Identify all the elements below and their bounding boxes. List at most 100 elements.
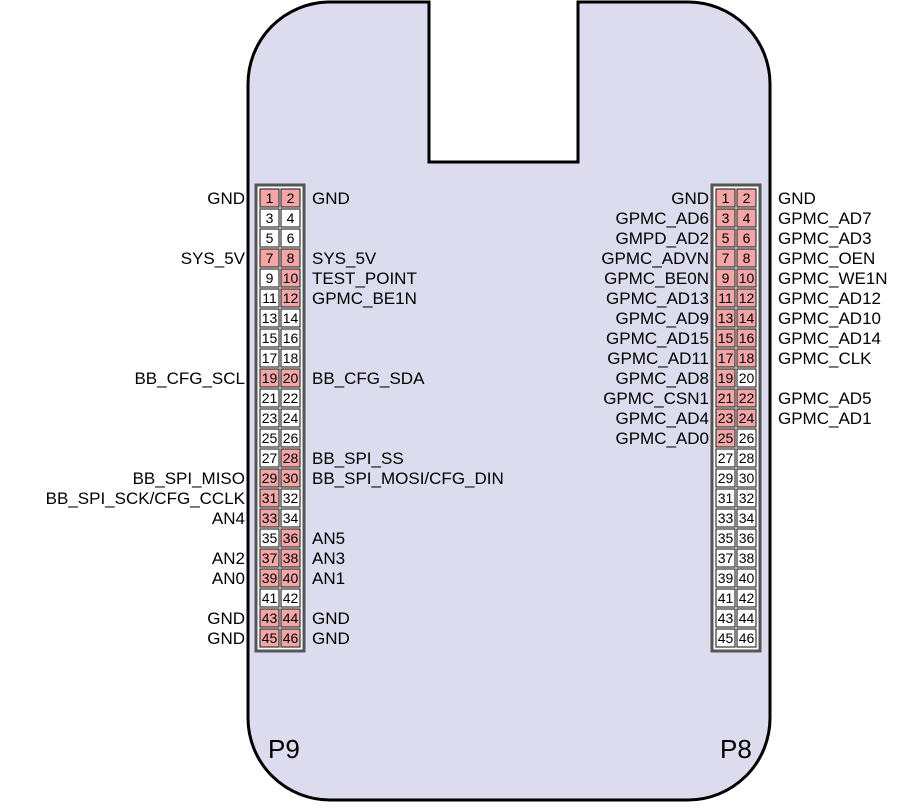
pin-42 <box>280 588 301 608</box>
signal-label: GPMC_CSN1 <box>603 389 709 408</box>
pin-45 <box>715 628 736 648</box>
pin-number: 1 <box>722 190 730 206</box>
pin-29 <box>259 468 280 488</box>
pin-39 <box>259 568 280 588</box>
pin-9 <box>259 268 280 288</box>
signal-label: GND <box>671 189 709 208</box>
pin-number: 27 <box>262 450 278 466</box>
pin-13 <box>715 308 736 328</box>
pin-number: 26 <box>739 430 755 446</box>
pin-3 <box>715 208 736 228</box>
pin-17 <box>259 348 280 368</box>
board-outline <box>246 0 772 802</box>
pin-33 <box>259 508 280 528</box>
pin-number: 37 <box>718 550 734 566</box>
pin-number: 41 <box>718 590 734 606</box>
pin-number: 5 <box>722 230 730 246</box>
pin-number: 34 <box>283 510 299 526</box>
pin-number: 8 <box>743 250 751 266</box>
pin-23 <box>259 408 280 428</box>
pin-number: 44 <box>739 610 755 626</box>
pin-46 <box>736 628 757 648</box>
pin-15 <box>715 328 736 348</box>
signal-label: GND <box>207 629 245 648</box>
pin-number: 25 <box>718 430 734 446</box>
pin-37 <box>259 548 280 568</box>
pin-10 <box>280 268 301 288</box>
signal-label: GPMC_AD13 <box>606 289 709 308</box>
signal-label: GND <box>312 189 350 208</box>
pin-43 <box>259 608 280 628</box>
pin-number: 43 <box>262 610 278 626</box>
pin-21 <box>715 388 736 408</box>
signal-label: GPMC_AD12 <box>778 289 881 308</box>
pin-18 <box>280 348 301 368</box>
pin-number: 38 <box>739 550 755 566</box>
pin-26 <box>280 428 301 448</box>
pin-5 <box>259 228 280 248</box>
pin-number: 33 <box>718 510 734 526</box>
pin-number: 4 <box>743 210 751 226</box>
pin-number: 35 <box>262 530 278 546</box>
pin-number: 40 <box>283 570 299 586</box>
pin-36 <box>280 528 301 548</box>
pin-number: 3 <box>266 210 274 226</box>
signal-label: GPMC_BE0N <box>604 269 709 288</box>
pin-number: 3 <box>722 210 730 226</box>
pin-29 <box>715 468 736 488</box>
pin-36 <box>736 528 757 548</box>
pin-number: 24 <box>283 410 299 426</box>
pin-6 <box>280 228 301 248</box>
pin-number: 19 <box>262 370 278 386</box>
pin-22 <box>736 388 757 408</box>
signal-label: GND <box>207 189 245 208</box>
pin-31 <box>715 488 736 508</box>
signal-label: SYS_5V <box>312 249 377 268</box>
pin-43 <box>715 608 736 628</box>
pin-number: 36 <box>283 530 299 546</box>
signal-label: GPMC_CLK <box>778 349 872 368</box>
pin-number: 17 <box>262 350 278 366</box>
signal-label: GPMC_AD7 <box>778 209 872 228</box>
pin-28 <box>736 448 757 468</box>
pin-number: 26 <box>283 430 299 446</box>
pin-7 <box>259 248 280 268</box>
pin-2 <box>280 188 301 208</box>
signal-label: GPMC_AD10 <box>778 309 881 328</box>
pin-number: 42 <box>739 590 755 606</box>
pin-16 <box>280 328 301 348</box>
pin-31 <box>259 488 280 508</box>
signal-label: GPMC_OEN <box>778 249 875 268</box>
pin-35 <box>715 528 736 548</box>
pin-26 <box>736 428 757 448</box>
pin-number: 6 <box>287 230 295 246</box>
pin-12 <box>280 288 301 308</box>
pin-number: 28 <box>283 450 299 466</box>
pin-number: 9 <box>722 270 730 286</box>
pin-number: 1 <box>266 190 274 206</box>
signal-label: TEST_POINT <box>312 269 417 288</box>
pin-number: 5 <box>266 230 274 246</box>
pin-25 <box>715 428 736 448</box>
pin-1 <box>259 188 280 208</box>
signal-label: BB_SPI_MISO <box>133 469 245 488</box>
pin-number: 46 <box>739 630 755 646</box>
signal-label: GPMC_AD9 <box>615 309 709 328</box>
signal-label: GPMC_AD15 <box>606 329 709 348</box>
pin-14 <box>736 308 757 328</box>
pin-44 <box>280 608 301 628</box>
signal-label: GPMC_AD4 <box>615 409 709 428</box>
pin-4 <box>280 208 301 228</box>
signal-label: AN4 <box>212 509 245 528</box>
pin-number: 7 <box>722 250 730 266</box>
pin-34 <box>736 508 757 528</box>
pin-number: 15 <box>718 330 734 346</box>
pin-number: 32 <box>283 490 299 506</box>
pin-10 <box>736 268 757 288</box>
pin-6 <box>736 228 757 248</box>
pin-32 <box>736 488 757 508</box>
pin-number: 25 <box>262 430 278 446</box>
pin-39 <box>715 568 736 588</box>
pin-number: 30 <box>283 470 299 486</box>
pin-45 <box>259 628 280 648</box>
